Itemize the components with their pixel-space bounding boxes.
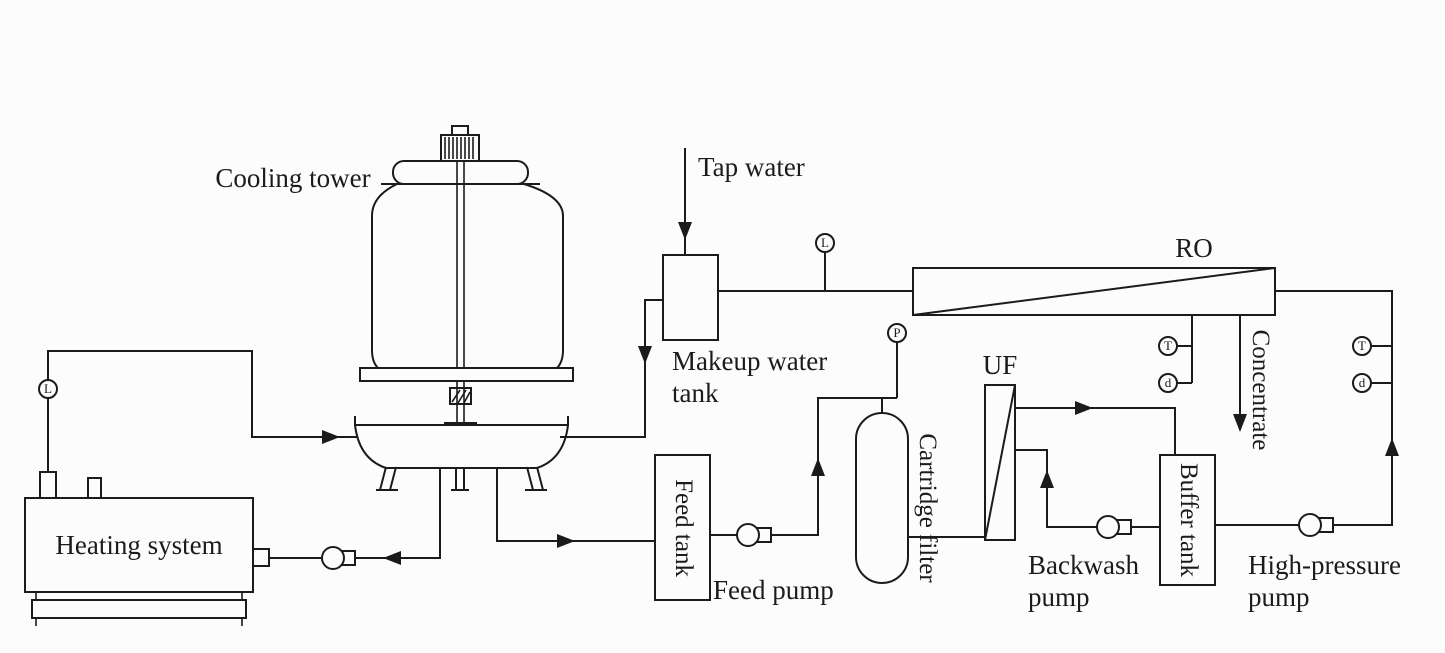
feed-tank-label: Feed tank [670, 479, 697, 577]
hp-pump-impeller [1298, 513, 1322, 537]
basin-leg-right [525, 466, 547, 491]
backwash-pump-impeller [1096, 515, 1120, 539]
heating-system-feet [35, 592, 243, 626]
shaft-coupling [449, 387, 472, 405]
flow-arrow-backwash [1040, 470, 1054, 488]
cond-sensor-feed-circle [1352, 373, 1372, 393]
cond-sensor-feed-tag: d [1359, 375, 1366, 390]
feed-tank [654, 454, 711, 601]
flow-arrow-to-feedtank [557, 534, 575, 548]
temp-sensor-feed-circle [1352, 336, 1372, 356]
cond-sensor-conc-circle [1158, 373, 1178, 393]
tower-lid [392, 160, 529, 185]
flow-arrow-uf-permeate [1075, 401, 1093, 415]
cooling-tower: Cooling tower [215, 125, 574, 491]
temp-sensor-concentrate: T [1158, 336, 1192, 356]
tower-shell [371, 183, 564, 369]
heating-pump-impeller [321, 546, 345, 570]
basin-rim [354, 416, 569, 426]
cooling-tower-label: Cooling tower [215, 163, 370, 193]
makeup-water-system: Tap water Makeup water tank [560, 148, 827, 438]
backwash-pump-label-line2: pump [1028, 582, 1090, 612]
temp-sensor-feed-tag: T [1358, 338, 1366, 353]
makeup-tank-label-line2: tank [672, 378, 719, 408]
heating-nozzle-left [39, 471, 57, 499]
fan-motor-fins [444, 137, 474, 159]
conductivity-sensor-feed: d [1352, 373, 1392, 393]
makeup-water-tank [662, 254, 719, 341]
temp-sensor-conc-circle [1158, 336, 1178, 356]
temp-sensor-conc-tag: T [1164, 338, 1172, 353]
level-sensor-heating: L [38, 379, 58, 399]
basin-leg-left [376, 466, 398, 491]
cartridge-filter-label: Cartridge filter [914, 433, 941, 583]
basin-pan [354, 424, 569, 469]
uf-membrane-diagonal [984, 384, 1016, 541]
pipe-heating-return [47, 350, 358, 472]
cond-sensor-conc-tag: d [1165, 375, 1172, 390]
high-pressure-pump [1298, 513, 1334, 537]
heating-system-label: Heating system [55, 530, 222, 560]
flow-arrow-concentrate [1233, 414, 1247, 432]
pipe-pump-to-filter [771, 397, 897, 536]
flow-arrow-makeup [638, 346, 652, 364]
feed-section: Feed tank Feed pump [496, 397, 897, 605]
backwash-pump [1096, 515, 1132, 539]
tap-water-label: Tap water [698, 152, 805, 182]
pipe-hp-to-ro [1275, 290, 1393, 526]
level-sensor-permeate: L [815, 233, 835, 291]
level-sensor-heating-circle [38, 379, 58, 399]
feed-pump-impeller [736, 523, 760, 547]
hp-pump-label-line2: pump [1248, 582, 1310, 612]
heating-system-box [24, 497, 254, 593]
hp-pump-label-line1: High-pressure [1248, 550, 1401, 580]
ro-label: RO [1175, 233, 1213, 263]
shaft-coupling-hatch [451, 389, 471, 404]
flow-arrow-suction [383, 551, 401, 565]
pipe-uf-to-buffer [1015, 407, 1176, 455]
flow-arrow-feed-riser [811, 458, 825, 476]
heating-pump [321, 546, 356, 570]
buffer-tank-label: Buffer tank [1175, 463, 1202, 578]
heating-nozzle-right [87, 477, 102, 499]
ro-membrane-diagonal [912, 267, 1276, 316]
basin-leg-center [451, 468, 469, 491]
uf-module [984, 384, 1016, 541]
backwash-pump-label-line1: Backwash [1028, 550, 1139, 580]
cartridge-filter-section: P Cartridge filter [855, 323, 985, 584]
pipe-backwash [1015, 449, 1097, 528]
makeup-tank-label-line1: Makeup water [672, 346, 827, 376]
ro-section: RO L Concentrate T d [718, 233, 1276, 451]
level-sensor-permeate-tag: L [821, 235, 829, 250]
level-sensor-heating-tag: L [44, 381, 52, 396]
pipe-makeup-to-basin [560, 299, 663, 438]
feed-pump-label: Feed pump [713, 575, 834, 605]
uf-label: UF [983, 350, 1018, 380]
motor-cap [451, 125, 469, 136]
level-sensor-permeate-circle [815, 233, 835, 253]
heating-outlet-stub [252, 548, 270, 567]
conductivity-sensor-concentrate: d [1158, 373, 1192, 393]
agitator-shaft [456, 161, 465, 423]
pressure-sensor-tag: P [893, 325, 900, 340]
pressure-sensor: P [887, 323, 907, 398]
uf-section: UF Backwash pump [983, 350, 1176, 612]
buffer-hp-section: Buffer tank High-pressure pump T d [1159, 290, 1401, 612]
pipe-basin-to-feedtank [496, 468, 655, 542]
buffer-tank [1159, 454, 1216, 586]
pipe-basin-suction [355, 468, 441, 559]
cartridge-filter-vessel [855, 412, 909, 584]
heating-loop-piping: L [38, 350, 441, 570]
concentrate-label: Concentrate [1247, 330, 1274, 451]
flow-arrow-into-basin [322, 430, 340, 444]
flow-arrow-tap-water [678, 222, 692, 240]
feed-pump [736, 523, 772, 547]
heating-system: Heating system [24, 471, 270, 626]
flow-arrow-ro-feed [1385, 438, 1399, 456]
temp-sensor-feed: T [1352, 336, 1392, 356]
pressure-sensor-circle [887, 323, 907, 343]
tower-flange [359, 367, 574, 382]
heating-system-base [31, 599, 247, 619]
